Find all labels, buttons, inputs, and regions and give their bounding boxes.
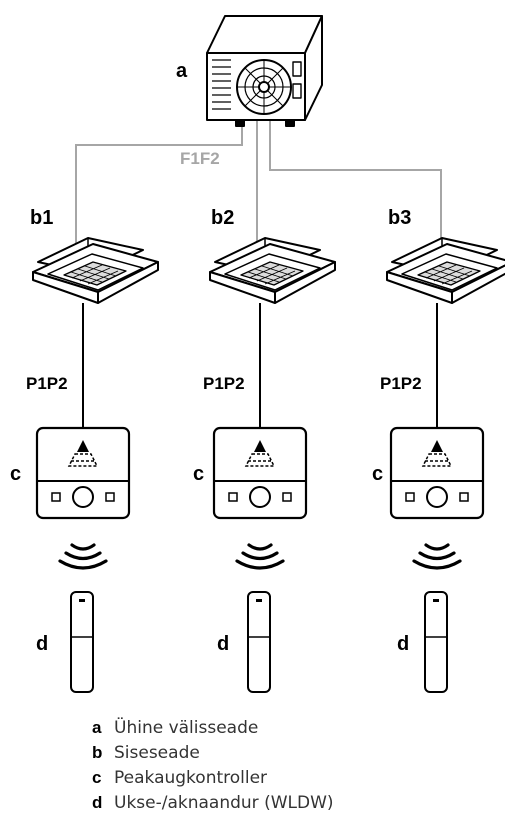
- label-sensor-3: d: [397, 633, 409, 655]
- legend-key: b: [92, 743, 103, 762]
- label-p1p2-2: P1P2: [203, 374, 245, 393]
- outdoor-unit-icon: [206, 15, 323, 127]
- label-sensor-1: d: [36, 633, 48, 655]
- system-diagram: a F1F2 b1 b2 b3 P1P2 P1P2 P1P2 c c c d d…: [10, 15, 505, 693]
- label-sensor-2: d: [217, 633, 229, 655]
- sensor-d1-icon: [70, 591, 94, 693]
- legend-row-d: d Ukse-/aknaandur (WLDW): [92, 793, 334, 818]
- legend-key: c: [92, 768, 102, 787]
- indoor-unit-b1-icon: [32, 237, 159, 304]
- legend-row-a: a Ühine välisseade: [92, 718, 334, 743]
- label-controller-2: c: [193, 463, 204, 485]
- wireless-signal-icon: [58, 543, 462, 570]
- legend-text: Siseseade: [114, 743, 200, 763]
- controller-c2-icon: [212, 426, 308, 520]
- label-outdoor: a: [176, 60, 188, 82]
- indoor-unit-b3-icon: [386, 237, 505, 304]
- controller-c1-icon: [35, 426, 131, 520]
- f1f2-wiring: [75, 120, 442, 243]
- legend-text: Ühine välisseade: [114, 718, 259, 738]
- p1p2-wiring: [82, 303, 438, 428]
- label-p1p2-1: P1P2: [26, 374, 68, 393]
- legend-key: d: [92, 793, 103, 812]
- legend-key: a: [92, 718, 102, 737]
- legend-text: Peakaugkontroller: [114, 768, 268, 788]
- legend-text: Ukse-/aknaandur (WLDW): [114, 793, 334, 813]
- sensor-d2-icon: [247, 591, 271, 693]
- label-controller-1: c: [10, 463, 21, 485]
- label-f1f2: F1F2: [180, 149, 220, 168]
- legend-row-b: b Siseseade: [92, 743, 334, 768]
- sensor-d3-icon: [424, 591, 448, 693]
- label-indoor-b2: b2: [211, 207, 234, 229]
- label-indoor-b1: b1: [30, 207, 53, 229]
- legend: a Ühine välisseade b Siseseade c Peakaug…: [92, 718, 334, 818]
- label-controller-3: c: [372, 463, 383, 485]
- label-indoor-b3: b3: [388, 207, 411, 229]
- controller-c3-icon: [389, 426, 485, 520]
- legend-row-c: c Peakaugkontroller: [92, 768, 334, 793]
- label-p1p2-3: P1P2: [380, 374, 422, 393]
- indoor-unit-b2-icon: [209, 237, 336, 304]
